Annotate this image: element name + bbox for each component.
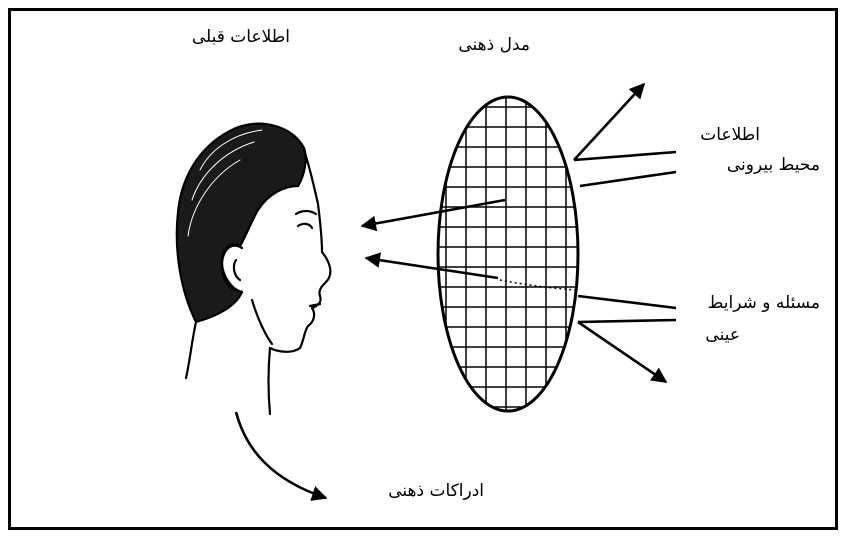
external-info-line-2 [580,172,676,186]
problem-line-1 [578,296,676,308]
mental-perceptions-label: ادراکات ذهنی [334,478,484,504]
prior-info-label: اطلاعات قبلی [150,24,290,50]
problem-label-line2: عینی [680,322,740,348]
human-head-profile-icon [177,124,331,414]
arrow-mental-perceptions [236,412,326,498]
dotted-trace [500,280,576,290]
arrow-reflect-down [578,322,666,382]
grid-ellipse-icon [438,97,578,411]
arrow-reflect-up [574,84,644,160]
mental-model-label: مدل ذهنی [420,32,530,58]
external-info-label-line1: اطلاعات [680,122,760,148]
arrow-to-face-upper [362,200,505,226]
problem-label-line1: مسئله و شرایط [680,290,820,316]
problem-line-2 [578,320,676,322]
external-info-label-line2: محیط بیرونی [680,152,820,178]
external-info-line-1 [574,152,676,160]
arrow-to-face-lower [366,258,498,278]
